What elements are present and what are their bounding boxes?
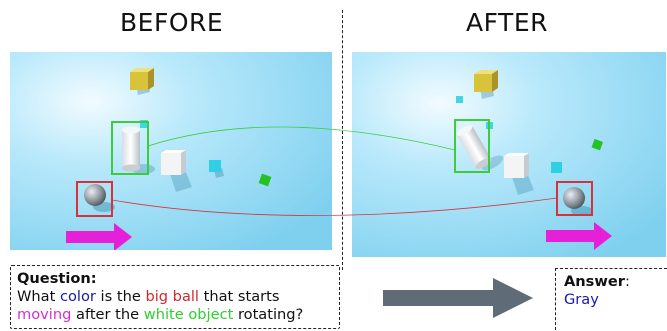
answer-label-row: Answer: [564, 273, 659, 291]
question-line-1: What color is the big ball that starts [17, 288, 333, 306]
question-moving: moving [17, 306, 71, 323]
vertical-divider [342, 10, 343, 270]
answer-label: Answer [564, 273, 625, 290]
question-white-object: white object [144, 306, 234, 323]
after-scene [352, 52, 666, 257]
transition-arrow-icon [383, 278, 533, 318]
question-line-2: moving after the white object rotating? [17, 306, 333, 324]
question-part: rotating? [233, 306, 303, 323]
question-label: Question: [17, 270, 333, 288]
before-scene [10, 52, 332, 250]
before-heading: BEFORE [120, 8, 223, 37]
question-part: What [17, 288, 60, 305]
question-part: is the [96, 288, 146, 305]
answer-box: Answer: Gray [555, 268, 667, 330]
answer-colon: : [625, 273, 630, 290]
question-color-word: color [60, 288, 96, 305]
after-heading: AFTER [466, 8, 548, 37]
question-box: Question: What color is the big ball tha… [10, 265, 340, 329]
question-big-ball: big ball [145, 288, 199, 305]
question-part: after the [71, 306, 143, 323]
small-cyan-cube-left [456, 96, 463, 103]
answer-value: Gray [564, 291, 659, 309]
cyan-cube [551, 162, 562, 173]
question-part: that starts [199, 288, 280, 305]
